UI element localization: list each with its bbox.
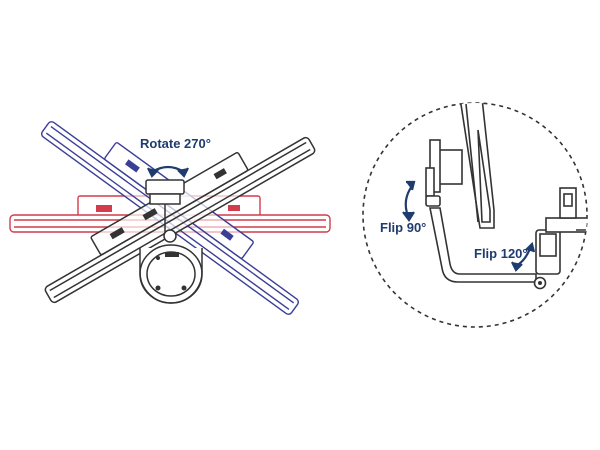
rotate-label: Rotate 270° bbox=[140, 136, 211, 151]
rotation-assembly: Rotate 270° bbox=[9, 121, 331, 315]
flip-120-label: Flip 120° bbox=[474, 246, 528, 261]
flip-90-label: Flip 90° bbox=[380, 220, 426, 235]
center-hinge bbox=[145, 179, 185, 243]
stand-base bbox=[139, 244, 203, 304]
flip-90-arrow-icon bbox=[402, 180, 416, 222]
monitor-side-profile bbox=[425, 103, 495, 229]
detail-circle bbox=[362, 102, 588, 328]
flip-120-arrow-icon bbox=[511, 241, 536, 272]
flip-detail: Flip 90° Flip 120° bbox=[362, 102, 588, 328]
rotate-arrow-icon bbox=[147, 165, 189, 178]
base-hinge-part bbox=[535, 187, 587, 275]
stand-arm bbox=[425, 195, 547, 290]
